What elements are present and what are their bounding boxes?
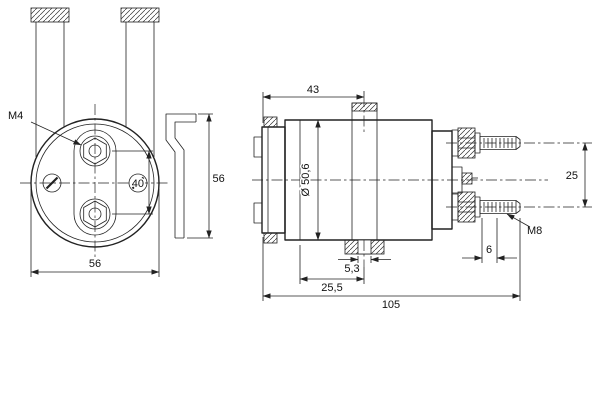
m8-leader-line	[506, 213, 531, 228]
terminal-bottom	[79, 198, 111, 230]
label-thread-m8: M8	[506, 213, 544, 239]
terminal-cap-outline	[73, 129, 117, 236]
dim-label-5-3: 5,3	[344, 263, 359, 275]
thread-lines	[483, 202, 513, 212]
screw-slot	[131, 176, 145, 190]
dim-nut-clearance: 6	[462, 218, 517, 263]
stud-bottom	[446, 191, 592, 223]
dim-label-43: 43	[307, 84, 319, 96]
m4-leader-line	[30, 121, 82, 146]
strap-band	[351, 120, 378, 240]
front-view	[20, 7, 197, 264]
screw-slot	[45, 176, 59, 190]
mounting-tab-right	[120, 7, 160, 23]
dim-overall-length: 105	[262, 218, 521, 313]
hex-nut-top	[83, 137, 107, 165]
dim-label-6: 6	[486, 244, 492, 256]
thread-lines	[483, 138, 513, 148]
dim-label-105: 105	[382, 299, 400, 311]
label-thread-m4: M4	[7, 109, 82, 146]
mounting-tab-left	[30, 7, 70, 23]
housing-inner-rim	[35, 123, 155, 243]
strap-foot-slot	[357, 239, 372, 255]
threaded-stud	[479, 136, 517, 150]
dim-label-56-width: 56	[89, 258, 101, 270]
dim-terminal-spacing: 40	[112, 150, 153, 215]
crimp-section-bottom	[263, 232, 278, 244]
front-dimensions: 40 56 56 M4	[7, 109, 226, 277]
hex-nut	[457, 191, 476, 223]
side-dimensions: 43 Ø 50,6 25 M8 5,3 6	[262, 83, 588, 313]
dim-face-to-strap: 43	[262, 83, 365, 123]
threaded-stud	[479, 200, 517, 214]
dim-body-width: 56	[30, 189, 160, 277]
cover-tab-top	[253, 136, 263, 158]
stud-top	[446, 127, 592, 159]
dim-label-56-height: 56	[213, 173, 225, 185]
dim-slot-width: 5,3	[338, 256, 391, 277]
dim-body-diameter: Ø 50,6	[299, 119, 321, 241]
thread-label-m4: M4	[8, 110, 23, 122]
dim-label-25-5: 25,5	[321, 282, 342, 294]
dim-label-40: 40	[132, 178, 144, 190]
bracket-arms	[35, 22, 155, 157]
bracket-side-profile	[165, 113, 197, 239]
cover-tab-bottom	[253, 202, 263, 224]
terminal-top	[79, 135, 111, 167]
hex-nut	[457, 127, 476, 159]
thread-label-m8: M8	[527, 225, 542, 237]
side-view	[252, 96, 592, 267]
stud-chamfer	[515, 200, 521, 214]
hex-nut-bottom	[83, 200, 107, 228]
dim-bracket-height: 56	[187, 113, 226, 239]
dim-label-25: 25	[566, 170, 578, 182]
mounting-strap	[344, 96, 385, 267]
dim-strap-offset: 25,5	[299, 245, 365, 296]
field-terminal	[451, 166, 478, 194]
stud-chamfer	[515, 136, 521, 150]
dim-label-diameter: Ø 50,6	[300, 163, 312, 196]
housing-outline	[30, 118, 160, 248]
rivet-screw-left	[42, 173, 62, 193]
crimp-section-top	[263, 116, 278, 128]
mounting-bracket-front	[30, 7, 160, 157]
dim-stud-spacing: 25	[564, 142, 588, 208]
